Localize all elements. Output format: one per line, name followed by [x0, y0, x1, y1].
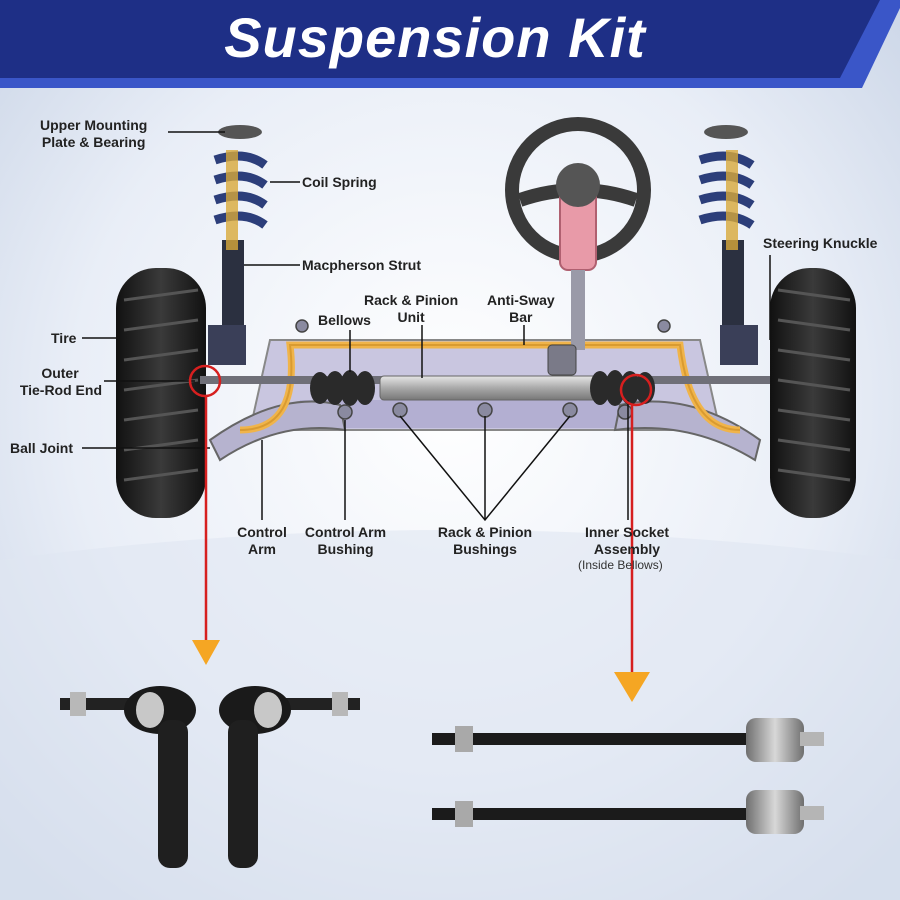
steering-wheel	[505, 117, 651, 376]
label-bellows: Bellows	[318, 312, 371, 328]
inner-tie-rod-bottom	[432, 790, 824, 834]
outer-tie-rod-end-left	[60, 686, 196, 868]
label-ball-joint: Ball Joint	[10, 440, 74, 456]
label-coil-spring: Coil Spring	[302, 174, 377, 190]
left-arrowhead	[192, 640, 220, 665]
label-steering-knuckle: Steering Knuckle	[763, 235, 878, 251]
inner-tie-rod-top	[432, 718, 824, 762]
right-strut	[698, 125, 758, 365]
rack-housing	[379, 375, 601, 401]
banner-title: Suspension Kit	[224, 6, 646, 69]
label-inside-bellows: (Inside Bellows)	[578, 558, 663, 572]
right-arrowhead	[614, 672, 650, 702]
left-bellows	[310, 370, 375, 406]
label-tire: Tire	[51, 330, 77, 346]
right-tire	[770, 268, 856, 518]
right-control-arm	[613, 400, 762, 462]
outer-tie-rod-end-right	[219, 686, 360, 868]
banner-background	[0, 0, 900, 88]
left-tire	[116, 268, 206, 518]
left-strut	[208, 125, 268, 365]
label-macpherson-strut: Macpherson Strut	[302, 257, 422, 273]
